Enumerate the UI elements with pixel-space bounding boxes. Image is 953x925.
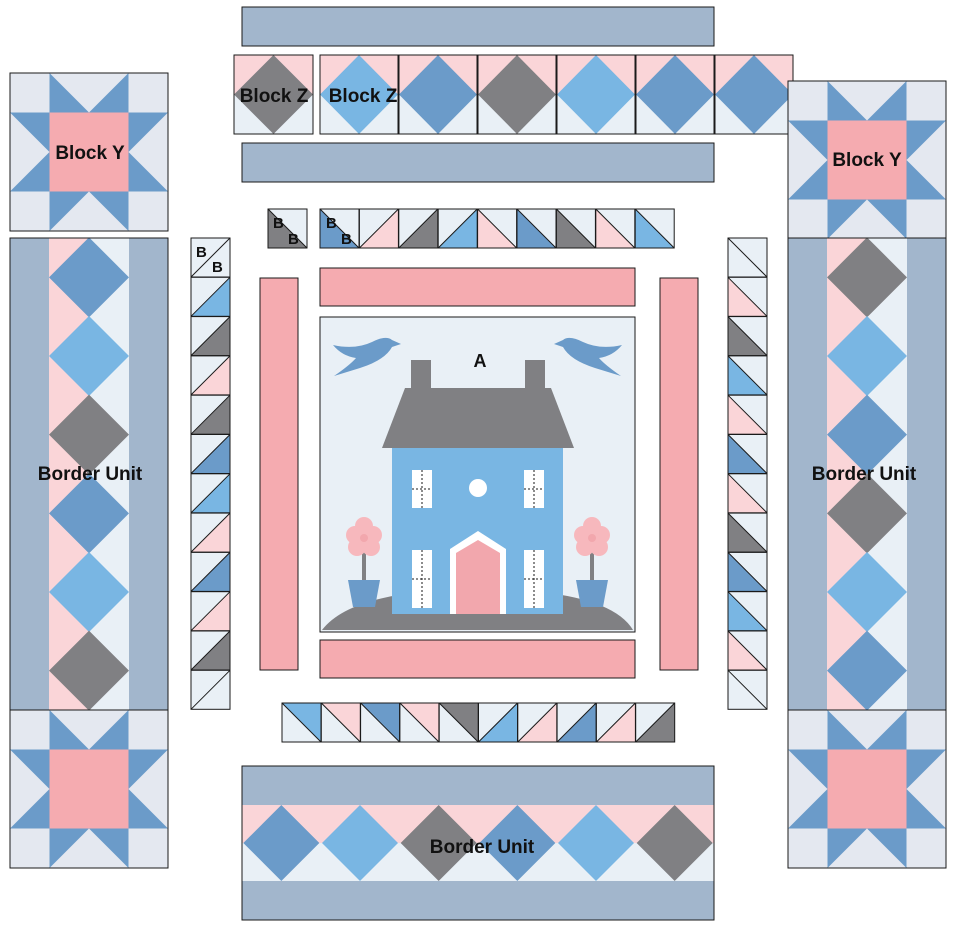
flower-center [360, 534, 368, 542]
hst-unit [282, 703, 321, 742]
round-window [469, 479, 487, 497]
hst-unit [635, 209, 674, 248]
label-border-unit-left: Border Unit [38, 464, 143, 485]
label-block-y-right: Block Y [832, 150, 902, 171]
label-block-z-first: Block Z [240, 86, 309, 107]
label-block-z-second: Block Z [329, 86, 398, 107]
label-hst-left-column-a: B [196, 244, 207, 261]
hst-unit [191, 513, 230, 552]
door [456, 540, 500, 614]
star-center-square [828, 750, 907, 829]
hst-unit [191, 277, 230, 316]
label-hst-top-left-a: B [273, 215, 284, 232]
label-hst-top-second-a: B [326, 215, 337, 232]
window-lower-right [524, 550, 544, 608]
star-center-square [50, 750, 129, 829]
hst-unit [191, 670, 230, 709]
hst-unit [191, 356, 230, 395]
sashing-top [320, 268, 635, 306]
hst-unit [517, 209, 556, 248]
hst-unit [596, 703, 635, 742]
hst-unit [191, 592, 230, 631]
hst-unit [728, 474, 767, 513]
diamond-block [478, 55, 556, 134]
hst-unit [557, 703, 596, 742]
hst-unit [728, 670, 767, 709]
hst-unit [728, 631, 767, 670]
top-inner-strip [242, 143, 714, 182]
diamond-block [636, 55, 714, 134]
hst-unit [728, 356, 767, 395]
window-upper-right [524, 470, 544, 508]
hst-unit [399, 209, 438, 248]
flower-pot [576, 580, 608, 607]
hst-unit [191, 395, 230, 434]
star-block [10, 710, 168, 868]
label-border-unit-bottom: Border Unit [430, 837, 535, 858]
label-hst-top-second-b: B [341, 231, 352, 248]
hst-unit [728, 435, 767, 474]
diamond-block [557, 55, 635, 134]
hst-unit [479, 703, 518, 742]
hst-unit [191, 435, 230, 474]
label-hst-left-column-b: B [212, 259, 223, 276]
hst-unit [439, 703, 478, 742]
hst-unit [191, 317, 230, 356]
window-lower-left [412, 550, 432, 608]
hst-unit [191, 552, 230, 591]
label-block-y-left: Block Y [55, 143, 125, 164]
hst-unit [728, 238, 767, 277]
hst-unit [361, 703, 400, 742]
hst-unit [596, 209, 635, 248]
hst-unit [728, 513, 767, 552]
diamond-block [715, 55, 793, 134]
hst-unit [359, 209, 398, 248]
sashing-left [260, 278, 298, 670]
hst-unit [478, 209, 517, 248]
hst-unit [191, 474, 230, 513]
hst-unit [191, 631, 230, 670]
hst-unit [728, 277, 767, 316]
label-hst-top-left-b: B [288, 231, 299, 248]
roof [382, 388, 574, 448]
hst-unit [636, 703, 675, 742]
hst-unit [728, 395, 767, 434]
label-center-block: A [474, 351, 487, 371]
sashing-right [660, 278, 698, 670]
hst-unit [556, 209, 595, 248]
hst-unit [728, 317, 767, 356]
diamond-block [399, 55, 477, 134]
hst-unit [321, 703, 360, 742]
hst-unit [728, 592, 767, 631]
sashing-bottom [320, 640, 635, 678]
hst-unit [728, 552, 767, 591]
label-border-unit-right: Border Unit [812, 464, 917, 485]
star-block [788, 710, 946, 868]
hst-unit [400, 703, 439, 742]
hst-unit [518, 703, 557, 742]
flower-pot [348, 580, 380, 607]
flower-center [588, 534, 596, 542]
hst-unit [438, 209, 477, 248]
top-outer-strip [242, 7, 714, 46]
window-upper-left [412, 470, 432, 508]
